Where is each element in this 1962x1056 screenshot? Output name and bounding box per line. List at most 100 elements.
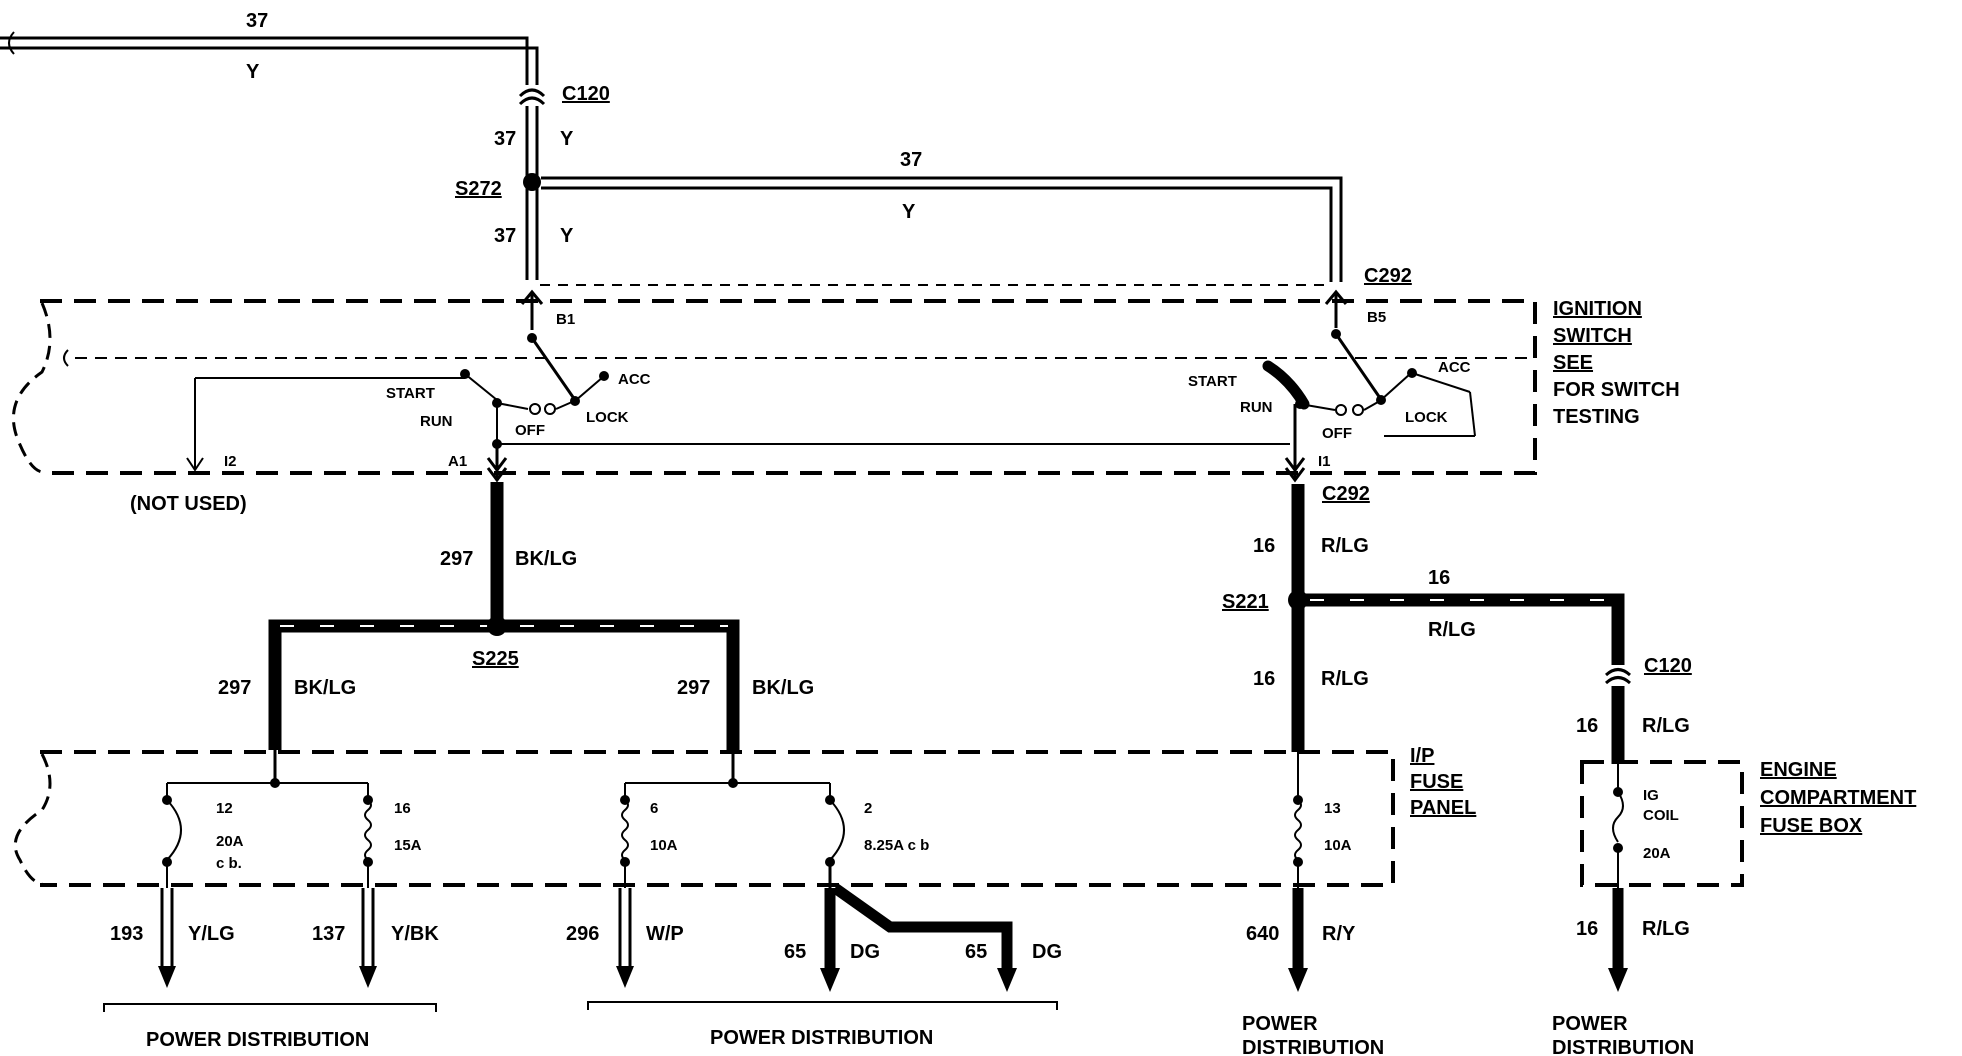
- wire-297-a1-circuit: 297: [440, 548, 473, 570]
- power-distribution-far-2: DISTRIBUTION: [1552, 1037, 1694, 1056]
- wire-297-right-color: BK/LG: [752, 677, 814, 699]
- wire-296-color: W/P: [646, 923, 684, 945]
- switch-right-contacts: [1262, 329, 1476, 483]
- fuse-13-rating: 10A: [1324, 837, 1352, 854]
- fuse-12-type: c b.: [216, 855, 242, 872]
- fuse-6-num: 6: [650, 800, 658, 817]
- engine-fuse-box-title-2: COMPARTMENT: [1760, 787, 1916, 809]
- switch-right-run: RUN: [1240, 399, 1273, 416]
- switch-left-acc: ACC: [618, 371, 651, 388]
- wire-193: [158, 888, 176, 988]
- power-distribution-right-1: POWER: [1242, 1013, 1318, 1035]
- wire-193-circuit: 193: [110, 923, 143, 945]
- wire-137: [359, 888, 377, 988]
- wire-16-igcoil-color: R/LG: [1642, 918, 1690, 940]
- fuse-12-rating: 20A: [216, 833, 244, 850]
- pin-b1-arrow: [520, 289, 544, 330]
- switch-left-lock: LOCK: [586, 409, 629, 426]
- wire-65: [820, 883, 1017, 992]
- wire-16-c120-color: R/LG: [1642, 715, 1690, 737]
- wire-640: [1288, 888, 1308, 992]
- pin-i1-label: I1: [1318, 453, 1331, 470]
- switch-left-off: OFF: [515, 422, 545, 439]
- connector-c292-top-label: C292: [1364, 265, 1412, 287]
- connector-c120-top-label: C120: [562, 83, 610, 105]
- fuse-13: [1293, 752, 1303, 888]
- fuse-6: [620, 783, 630, 888]
- splice-s272: [523, 173, 541, 191]
- wire-297-a1-color: BK/LG: [515, 548, 577, 570]
- wire-65-b-circuit: 65: [965, 941, 987, 963]
- ignition-switch-break: [11, 302, 52, 474]
- fuse-13-num: 13: [1324, 800, 1341, 817]
- power-distribution-mid: POWER DISTRIBUTION: [710, 1027, 933, 1049]
- wire-640-color: R/Y: [1322, 923, 1356, 945]
- wire-37-top-circuit: 37: [246, 10, 268, 32]
- wire-297-left-circuit: 297: [218, 677, 251, 699]
- pin-b1-label: B1: [556, 311, 575, 328]
- power-distribution-right-2: DISTRIBUTION: [1242, 1037, 1384, 1056]
- wire-137-color: Y/BK: [391, 923, 439, 945]
- wire-37-vertical: [525, 106, 539, 280]
- wire-16-igcoil-circuit: 16: [1576, 918, 1598, 940]
- engine-fuse-box-title-3: FUSE BOX: [1760, 815, 1863, 837]
- fuse-12-num: 12: [216, 800, 233, 817]
- pin-b5-arrow: [1324, 289, 1348, 328]
- connector-c120-bottom-label: C120: [1644, 655, 1692, 677]
- engine-fuse-box: [1580, 760, 1744, 887]
- splice-s225-label: S225: [472, 648, 519, 670]
- fuse-ig-coil: [1612, 764, 1624, 888]
- splice-s272-label: S272: [455, 178, 502, 200]
- fuse-6-rating: 10A: [650, 837, 678, 854]
- fuse-16: [363, 783, 373, 888]
- wire-65-a-color: DG: [850, 941, 880, 963]
- wire-65-b-color: DG: [1032, 941, 1062, 963]
- wire-37-top: [0, 31, 539, 85]
- wire-16-c292-circuit: 16: [1253, 535, 1275, 557]
- connector-c292-bottom-label: C292: [1322, 483, 1370, 505]
- fuse-2-num: 2: [864, 800, 872, 817]
- wire-37-branch-color: Y: [902, 201, 916, 223]
- pin-a1-label: A1: [448, 453, 467, 470]
- switch-right-acc: ACC: [1438, 359, 1471, 376]
- bracket-pd-left: [103, 1003, 437, 1012]
- ip-fuse-panel-box: [40, 750, 1395, 887]
- wire-37-top-color: Y: [246, 61, 260, 83]
- switch-right-start: START: [1188, 373, 1237, 390]
- wire-37-branch: [541, 176, 1343, 282]
- wire-16-s221-circuit: 16: [1253, 668, 1275, 690]
- wire-37-c120-color: Y: [560, 128, 574, 150]
- switch-left-run: RUN: [420, 413, 453, 430]
- fuse-2-rating: 8.25A c b: [864, 837, 929, 854]
- ig-coil-name-1: IG: [1643, 787, 1659, 804]
- wire-37-s272-circuit: 37: [494, 225, 516, 247]
- switch-right-lock: LOCK: [1405, 409, 1448, 426]
- wire-16-branch: [1298, 593, 1625, 665]
- pin-b5-label: B5: [1367, 309, 1386, 326]
- ignition-switch-title-2: SWITCH: [1553, 325, 1632, 347]
- wire-193-color: Y/LG: [188, 923, 235, 945]
- ignition-switch-note-2: FOR SWITCH: [1553, 379, 1680, 401]
- ip-fuse-bus: [167, 750, 830, 788]
- power-distribution-left: POWER DISTRIBUTION: [146, 1029, 369, 1051]
- fuse-12-cb: [162, 783, 182, 888]
- pin-i2-label: I2: [224, 453, 237, 470]
- ig-coil-rating: 20A: [1643, 845, 1671, 862]
- wire-16-c292-color: R/LG: [1321, 535, 1369, 557]
- wire-65-a-circuit: 65: [784, 941, 806, 963]
- ip-fuse-panel-title-2: FUSE: [1410, 771, 1463, 793]
- wire-297-left-color: BK/LG: [294, 677, 356, 699]
- fuse-16-rating: 15A: [394, 837, 422, 854]
- ip-fuse-panel-title-1: I/P: [1410, 745, 1434, 767]
- fuse-16-num: 16: [394, 800, 411, 817]
- ip-fuse-panel-title-3: PANEL: [1410, 797, 1476, 819]
- wire-37-s272-color: Y: [560, 225, 574, 247]
- not-used-label: (NOT USED): [130, 493, 247, 515]
- switch-left-start: START: [386, 385, 435, 402]
- fuse-2-cb: [825, 783, 845, 888]
- wire-297-right-circuit: 297: [677, 677, 710, 699]
- wire-16-s221-color: R/LG: [1321, 668, 1369, 690]
- power-distribution-far-1: POWER: [1552, 1013, 1628, 1035]
- wire-16-branch-color: R/LG: [1428, 619, 1476, 641]
